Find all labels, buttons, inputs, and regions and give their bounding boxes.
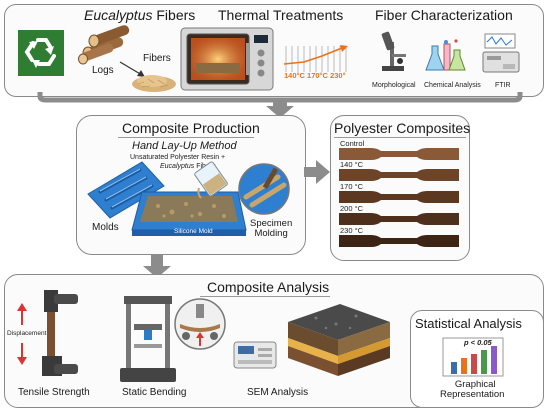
beaker-icon: [194, 161, 228, 199]
sample-230: [339, 235, 459, 247]
p-value-label: p < 0.05: [464, 338, 492, 347]
sample-label-230: 230 °C: [340, 226, 364, 235]
recycle-icon: [18, 30, 64, 76]
analysis-title: Composite Analysis: [207, 279, 330, 295]
specimen-label: Specimen Molding: [250, 218, 293, 240]
hand-layup-method: Hand Lay-Up Method: [132, 140, 237, 152]
temp-140: 140°C: [284, 71, 305, 80]
temperature-chart-icon: [283, 45, 348, 72]
molds-label: Molds: [92, 222, 119, 233]
logs-label: Logs: [92, 65, 114, 76]
resin-line-1: Unsaturated Polyester Resin +: [130, 154, 226, 161]
tensile-test-icon: [42, 290, 78, 376]
temp-230: 230°: [330, 71, 346, 80]
sample-200: [339, 213, 459, 225]
sample-label-control: Control: [340, 139, 365, 148]
characterization-title: Fiber Characterization: [375, 7, 513, 23]
top-connector-arrow: [37, 92, 523, 118]
thermal-title: Thermal Treatments: [218, 7, 344, 23]
sem-sample-block-icon: [288, 304, 390, 376]
fibers-title: Eucalyptus Fibers: [84, 7, 196, 23]
resin-line-2-italic: Eucalyptus: [160, 163, 195, 170]
specimen-molding-icon: [238, 163, 290, 215]
sample-label-200: 200 °C: [340, 204, 364, 213]
specimen-label-line1: Specimen: [250, 218, 293, 229]
morphological-label: Morphological: [372, 82, 416, 89]
molds-icon: [87, 161, 165, 219]
silicone-mold-icon: [131, 191, 247, 236]
ftir-icon: [482, 33, 520, 73]
analysis-title-underline: [200, 296, 330, 297]
silicone-mold-label: Silicone Mold: [174, 228, 213, 235]
oven-icon: [180, 27, 274, 91]
tensile-label: Tensile Strength: [18, 387, 90, 398]
sem-instrument-icon: [233, 341, 277, 369]
graphical-label-line1: Graphical: [454, 379, 496, 390]
sample-label-170: 170 °C: [340, 182, 364, 191]
chemical-analysis-label: Chemical Analysis: [424, 82, 481, 89]
logs-to-fibers-arrow: [119, 61, 145, 77]
temperature-scale: 140°C 170°C 230°: [284, 71, 346, 80]
sample-140: [339, 169, 459, 181]
statistical-title: Statistical Analysis: [415, 316, 522, 331]
fibers-title-italic: Eucalyptus: [84, 7, 153, 23]
composites-title: Polyester Composites: [334, 120, 471, 136]
chemical-flasks-icon: [425, 39, 466, 71]
bending-label: Static Bending: [122, 387, 187, 398]
graphical-representation-label: Graphical Representation: [440, 379, 504, 401]
displacement-arrows-icon: [17, 303, 27, 365]
sample-control: [339, 148, 459, 160]
sample-170: [339, 191, 459, 203]
bending-detail-icon: [174, 298, 226, 350]
temp-170: 170°C: [307, 71, 328, 80]
microscope-icon: [381, 31, 406, 71]
sem-label: SEM Analysis: [247, 387, 309, 398]
specimen-label-line2: Molding: [254, 228, 288, 240]
fibers-title-rest: Fibers: [152, 7, 196, 23]
production-to-composites-arrow: [304, 160, 330, 184]
sample-label-140: 140 °C: [340, 160, 364, 169]
fiber-pile-icon: [132, 75, 176, 92]
fibers-label: Fibers: [143, 53, 171, 64]
production-to-analysis-arrow: [143, 254, 171, 278]
production-title-underline: [118, 137, 254, 138]
composites-title-underline: [334, 137, 466, 138]
logs-icon: [78, 25, 130, 65]
production-title: Composite Production: [122, 120, 260, 136]
bending-machine-icon: [120, 296, 176, 382]
graphical-label-line2: Representation: [440, 389, 505, 401]
ftir-label: FTIR: [495, 82, 511, 89]
displacement-label: Displacement: [7, 330, 47, 337]
statistics-chart-icon: [442, 337, 504, 377]
